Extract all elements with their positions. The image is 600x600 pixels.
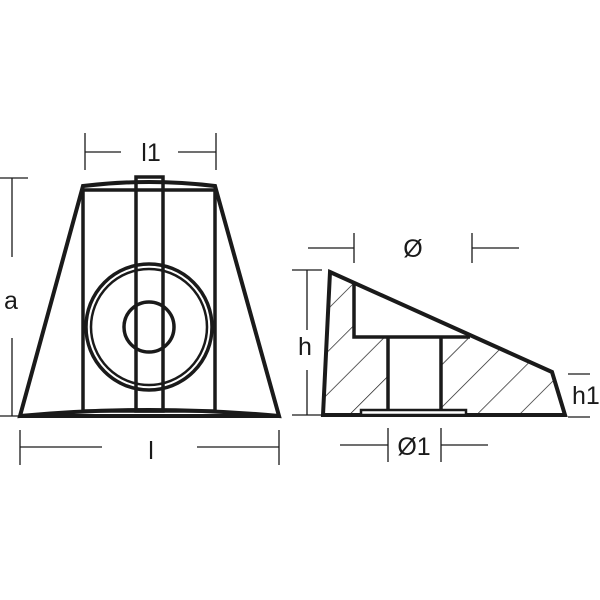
cavity-step xyxy=(352,283,388,339)
center-slot xyxy=(134,175,165,413)
front-outline xyxy=(17,180,282,419)
dimension-bore-diameter: Ø1 xyxy=(340,428,488,462)
dimension-h1: h1 xyxy=(568,373,600,418)
label-h: h xyxy=(298,333,312,361)
label-diameter: Ø xyxy=(403,235,422,263)
dimension-h: h xyxy=(292,269,322,416)
side-view xyxy=(320,268,568,417)
bolt-hole xyxy=(122,300,176,354)
label-l1: l1 xyxy=(141,139,160,167)
base-plate xyxy=(359,408,468,417)
label-a: a xyxy=(4,287,18,315)
dimension-l1: l1 xyxy=(84,133,217,170)
outer-ring xyxy=(84,262,214,392)
dimension-l: l xyxy=(19,430,280,465)
front-view xyxy=(17,175,282,419)
section-hatching xyxy=(323,272,565,415)
side-outline xyxy=(320,268,568,417)
inner-ring xyxy=(89,267,209,387)
dimension-diameter: Ø xyxy=(308,233,519,263)
label-h1: h1 xyxy=(572,382,600,410)
label-bore-diameter: Ø1 xyxy=(397,433,430,461)
dimension-a: a xyxy=(0,177,28,417)
label-l: l xyxy=(148,437,154,465)
